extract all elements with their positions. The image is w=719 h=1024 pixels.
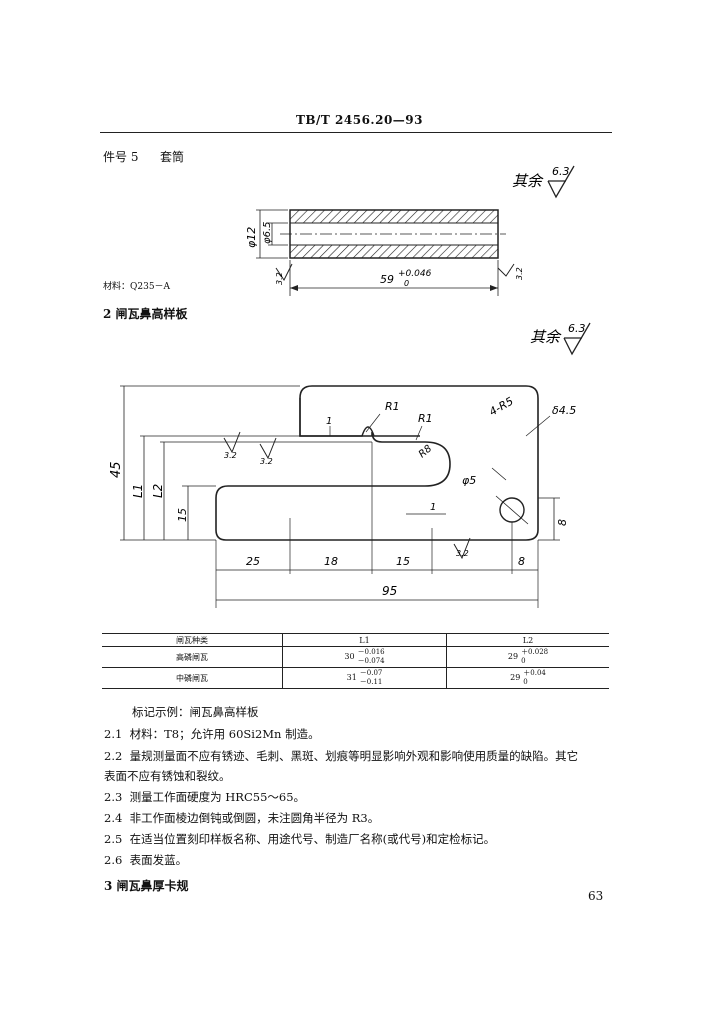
outer-diameter-label: φ12 <box>245 227 258 248</box>
marking-example: 标记示例：闸瓦鼻高样板 <box>132 705 259 719</box>
row-l1: 31－0.07－0.11 <box>282 667 447 689</box>
width-25-label: 25 <box>246 555 260 568</box>
roughness-main-value: 6.3 <box>552 165 570 178</box>
header-l1: L1 <box>282 633 447 647</box>
r8-label: R8 <box>417 443 434 460</box>
width-18-label: 18 <box>324 555 338 568</box>
part-number: 件号 5 <box>103 150 139 164</box>
hole-label: φ5 <box>462 474 476 487</box>
height-8-label: 8 <box>556 519 569 526</box>
header-rule <box>100 132 612 133</box>
row-type: 中磷闸瓦 <box>102 667 283 689</box>
height-15-label: 15 <box>176 508 189 522</box>
r1-label-b: R1 <box>418 412 433 425</box>
length-tolerance-upper: +0.046 <box>398 269 432 279</box>
item-2-3: 2.3 测量工作面硬度为 HRC55～65。 <box>104 790 306 804</box>
material-note: 材料：Q235－A <box>103 282 171 292</box>
end-roughness-right: 3.2 <box>515 267 524 280</box>
length-tolerance-lower: 0 <box>404 279 409 288</box>
section3-title: 3 闸瓦鼻厚卡规 <box>104 879 189 893</box>
width-8-label: 8 <box>518 555 525 568</box>
thickness-label: δ4.5 <box>552 404 576 417</box>
item-2-5: 2.5 在适当位置刻印样板名称、用途代号、制造厂名称(或代号)和定检标记。 <box>104 832 496 846</box>
roughness-main-value-2: 6.3 <box>568 322 586 335</box>
part-name: 套筒 <box>160 150 185 164</box>
row-type: 高磷闸瓦 <box>102 646 283 668</box>
item-2-1: 2.1 材料：T8；允许用 60Si2Mn 制造。 <box>104 727 320 741</box>
width-15-label: 15 <box>396 555 410 568</box>
l2-label: L2 <box>151 484 165 498</box>
sleeve-drawing: 其余 6.3 φ12 φ6.5 59 +0.046 0 3.2 3.2 <box>245 165 575 296</box>
page-number: 63 <box>588 889 604 903</box>
item-2-4: 2.4 非工作面棱边倒钝或倒圆，未注圆角半径为 R3。 <box>104 811 380 825</box>
gauge-template-drawing: 其余 6.3 45 L1 L2 15 3.2 3.2 3.2 R1 R1 R8 … <box>109 322 591 608</box>
surface-note-text: 其余 <box>512 172 544 190</box>
corner-radius-label: 4-R5 <box>487 395 516 419</box>
height-45-label: 45 <box>109 461 124 478</box>
roughness-symbol-icon-2 <box>563 322 591 356</box>
header-l2: L2 <box>446 633 609 647</box>
gap-1-label-b: 1 <box>430 502 436 513</box>
template-outline <box>215 385 539 541</box>
roughness-32-a: 3.2 <box>224 451 237 460</box>
section2-title: 2 闸瓦鼻高样板 <box>103 307 188 321</box>
roughness-32-b: 3.2 <box>260 457 273 466</box>
r1-label-a: R1 <box>385 400 400 413</box>
surface-note-text-2: 其余 <box>530 328 562 346</box>
length-label: 59 <box>380 273 394 286</box>
item-2-6: 2.6 表面发蓝。 <box>104 853 188 867</box>
standard-code-header: TB/T 2456.20—93 <box>295 113 424 127</box>
table-header-row: 闸瓦种类 L1 L2 <box>102 633 609 647</box>
header-type: 闸瓦种类 <box>102 633 283 647</box>
item-2-2: 2.2 量规测量面不应有锈迹、毛刺、黑斑、划痕等明显影响外观和影响使用质量的缺陷… <box>104 749 579 763</box>
roughness-symbol-icon <box>547 165 575 199</box>
end-roughness-left: 3.2 <box>275 272 284 285</box>
item-2-2-cont: 表面不应有锈蚀和裂纹。 <box>104 769 231 783</box>
width-95-label: 95 <box>382 584 397 598</box>
l1-label: L1 <box>131 484 145 498</box>
row-l1: 30－0.016－0.074 <box>282 646 447 668</box>
inner-diameter-label: φ6.5 <box>262 222 273 245</box>
gap-1-label-a: 1 <box>326 416 332 427</box>
roughness-32-c: 3.2 <box>456 549 469 558</box>
